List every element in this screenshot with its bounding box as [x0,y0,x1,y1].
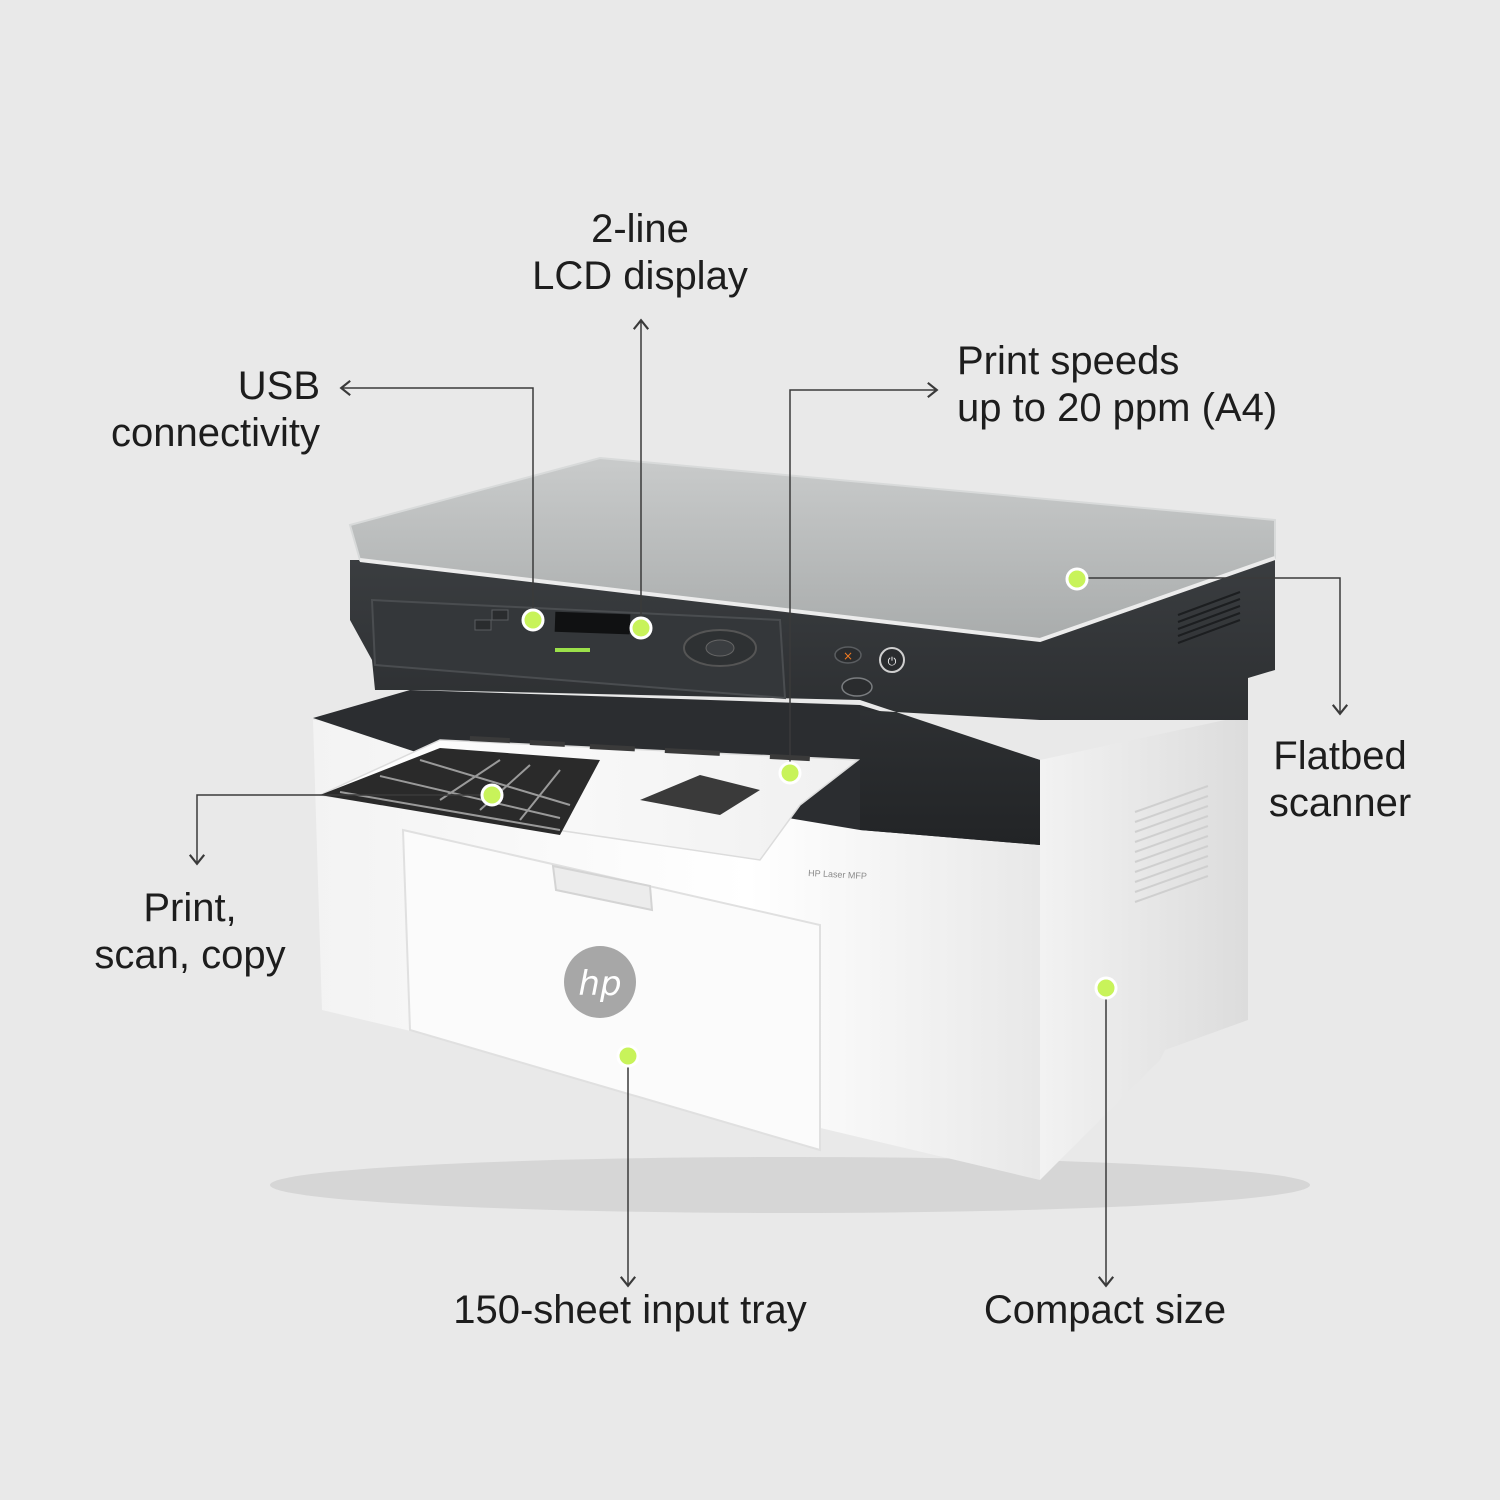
size-label-line1: Compact size [983,1288,1227,1332]
tray-handle [551,864,654,912]
lcd-screen [554,611,631,635]
power-button[interactable]: ⏻ [879,647,905,673]
lcd-display-label: 2-line LCD display [490,206,790,300]
speed-label-line2: up to 20 ppm (A4) [957,386,1278,430]
svg-text:×: × [843,649,853,663]
side-vent [1134,785,1209,903]
usb-label-line1: USB [237,364,320,408]
usb-connectivity-label: USB connectivity [40,363,320,457]
nav-pad[interactable] [683,629,757,667]
functions-marker [480,783,504,807]
hp-logo: hp [564,946,636,1018]
lcd-label-line1: 2-line [591,207,689,251]
speed-label-line1: Print speeds [957,339,1180,383]
tray-marker [616,1044,640,1068]
scanner-label-line2: scanner [1268,781,1412,825]
model-label: HP Laser MFP [808,868,867,881]
scanner-marker [1065,567,1089,591]
functions-label-line1: Print, [143,886,237,930]
flatbed-scanner-label: Flatbed scanner [1220,733,1460,827]
status-led [555,648,590,652]
functions-callout-line [188,794,492,866]
callout-lines [188,318,1349,1288]
compact-size-label: Compact size [930,1287,1280,1334]
scanner-label-line1: Flatbed [1273,734,1407,778]
svg-text:⏻: ⏻ [888,655,897,668]
speed-marker [778,761,802,785]
size-marker [1094,976,1118,1000]
lid-edge [359,556,1276,643]
speed-callout-line [789,381,939,772]
panel-buttons[interactable] [474,609,509,631]
paper-printout-image [320,736,810,835]
svg-text:hp: hp [578,964,621,1004]
start-button[interactable] [841,677,873,697]
usb-callout-line [339,379,534,618]
usb-label-line2: connectivity [111,411,320,455]
functions-label-line2: scan, copy [94,933,286,977]
scanner-vent [1177,591,1241,644]
print-speed-label: Print speeds up to 20 ppm (A4) [957,338,1357,432]
lcd-marker [629,616,653,640]
input-tray-label: 150-sheet input tray [400,1287,860,1334]
tray-label-line1: 150-sheet input tray [453,1288,807,1332]
lcd-label-line2: LCD display [532,254,748,298]
floor-shadow [270,1157,1310,1213]
scanner-callout-line [1077,577,1349,716]
markers [480,567,1118,1068]
cancel-button[interactable]: × [834,646,862,664]
print-scan-copy-label: Print, scan, copy [40,885,340,979]
printer-side-body [1040,715,1248,1180]
usb-marker [521,608,545,632]
